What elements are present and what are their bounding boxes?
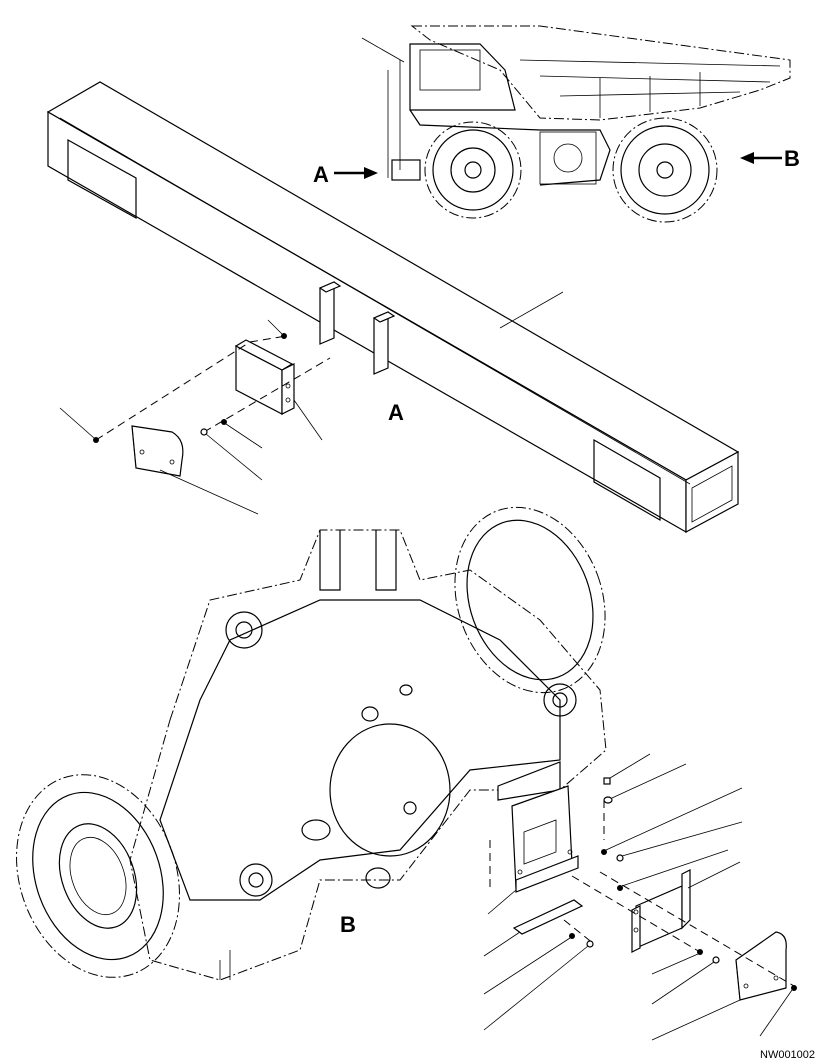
- bolt-b-1: [603, 753, 651, 785]
- bracket-block-1: [318, 281, 342, 345]
- strap-plate-b: [483, 899, 584, 957]
- mounting-bracket-b2: [631, 861, 741, 953]
- bolt-b-5: [759, 985, 797, 1037]
- dump-truck-illustration: [334, 25, 791, 223]
- view-b-arrow-label: B: [784, 146, 800, 171]
- bumper-beam: [46, 81, 740, 534]
- cover-a: [131, 425, 259, 515]
- view-a-arrow-label: A: [313, 162, 329, 187]
- nut-b-3: [483, 933, 575, 995]
- mounting-bracket-a: [234, 339, 323, 441]
- drawing-code: NW001002: [760, 1049, 815, 1061]
- washer-a: [221, 419, 263, 449]
- nut-b-2: [617, 849, 729, 891]
- washer-b-1: [603, 763, 687, 804]
- nut-b-1: [601, 787, 743, 855]
- nut-a: [267, 319, 287, 339]
- view-b-label: B: [340, 912, 356, 937]
- bracket-block-2: [372, 311, 396, 375]
- bolt-b-4: [651, 956, 720, 1005]
- rear-axle-housing: [16, 506, 607, 981]
- bolt-b-2: [616, 821, 743, 862]
- nut-b-4: [651, 949, 703, 975]
- bolt-a-1: [59, 407, 99, 443]
- bolt-a-2: [200, 428, 263, 481]
- view-a-label: A: [388, 400, 404, 425]
- cover-b: [651, 931, 787, 1041]
- mounting-bracket-b: [487, 761, 579, 915]
- bolt-b-3: [483, 940, 594, 1031]
